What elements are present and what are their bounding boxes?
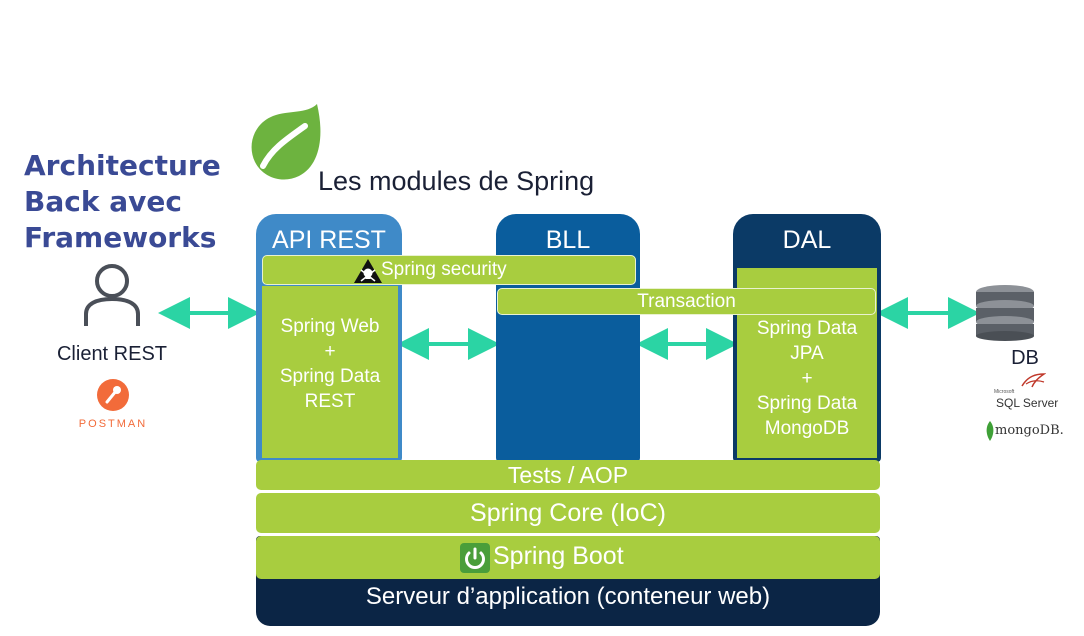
api-body-line-2: + xyxy=(324,341,336,362)
sql-server-label: SQL Server xyxy=(996,396,1059,410)
bll-header: BLL xyxy=(545,226,591,254)
spring-boot-bar: Spring Boot xyxy=(256,536,880,579)
spring-core-label: Spring Core (IoC) xyxy=(470,499,666,527)
power-icon xyxy=(460,543,490,573)
spring-security-label: Spring security xyxy=(381,259,507,280)
transaction-bar: Transaction xyxy=(497,288,876,315)
tests-aop-label: Tests / AOP xyxy=(507,462,629,488)
app-server-label: Serveur d’application (conteneur web) xyxy=(365,583,771,610)
title-line-1: Architecture xyxy=(24,149,221,182)
transaction-label: Transaction xyxy=(637,291,736,312)
spring-leaf-logo-icon xyxy=(251,104,321,180)
bll-column: BLL xyxy=(496,214,640,462)
dal-body-line-4: Spring Data xyxy=(756,393,858,414)
api-body-line-3: Spring Data xyxy=(279,366,381,387)
api-rest-header: API REST xyxy=(272,226,386,254)
mongodb-leaf-icon xyxy=(986,421,994,441)
mongodb-label: mongoDB. xyxy=(995,423,1064,438)
title-line-2: Back avec xyxy=(24,185,182,218)
database-icon xyxy=(976,285,1034,341)
tests-aop-bar: Tests / AOP xyxy=(256,460,880,490)
dal-body-line-3: + xyxy=(801,368,813,389)
dal-body-line-5: MongoDB xyxy=(764,418,850,439)
skull-warning-icon xyxy=(354,259,382,283)
api-body-line-4: REST xyxy=(304,391,356,412)
page-title: Architecture Back avec Frameworks xyxy=(24,148,254,256)
db-label: DB xyxy=(1011,347,1039,369)
spring-security-bar: Spring security xyxy=(262,255,636,285)
postman-label: POSTMAN xyxy=(78,418,148,430)
user-icon xyxy=(84,264,140,326)
client-rest-label: Client REST xyxy=(56,343,168,365)
dal-body-line-1: Spring Data xyxy=(756,318,858,339)
spring-core-bar: Spring Core (IoC) xyxy=(256,493,880,533)
spring-boot-label: Spring Boot xyxy=(493,542,624,570)
diagram-subtitle: Les modules de Spring xyxy=(318,166,595,196)
api-body-line-1: Spring Web xyxy=(280,316,380,337)
sql-server-small-label: Microsoft xyxy=(994,389,1015,395)
dal-header: DAL xyxy=(782,226,832,254)
dal-body-line-2: JPA xyxy=(790,343,824,364)
postman-logo-icon xyxy=(97,379,129,411)
title-line-3: Frameworks xyxy=(24,221,217,254)
sql-server-logo-icon xyxy=(1021,373,1046,388)
api-rest-body: Spring Web + Spring Data REST xyxy=(262,286,398,458)
